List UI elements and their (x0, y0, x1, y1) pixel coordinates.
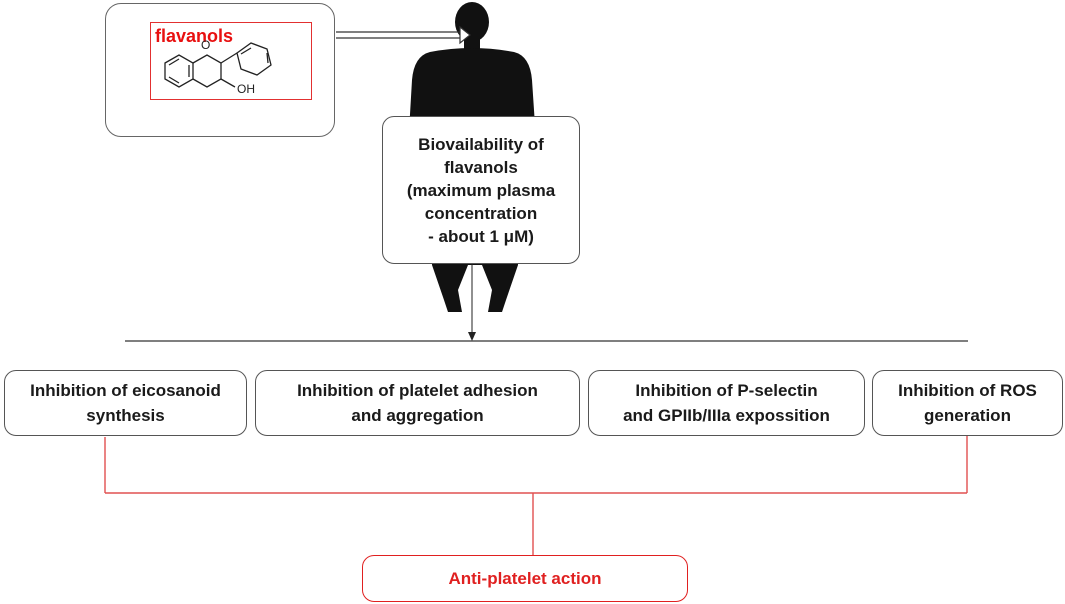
mechanism-text: Inhibition of ROS generation (898, 381, 1037, 425)
downward-arrow (468, 264, 476, 341)
mechanism-text: Inhibition of platelet adhesion and aggr… (297, 381, 538, 425)
flavanol-structure-icon: O OH (164, 38, 272, 96)
bioavailability-box: Biovailability of flavanols (maximum pla… (382, 116, 580, 264)
bioavailability-text: Biovailability of flavanols (maximum pla… (406, 134, 556, 246)
mechanism-text: Inhibition of P-selectin and GPIIb/IIIa … (623, 381, 830, 425)
mechanism-eicosanoid-box: Inhibition of eicosanoid synthesis (4, 370, 247, 436)
result-box: Anti-platelet action (362, 555, 688, 602)
result-text: Anti-platelet action (448, 568, 602, 588)
intake-arrow (336, 25, 471, 45)
ring-oxygen-label: O (201, 38, 210, 52)
hydroxyl-label: OH (237, 82, 255, 96)
mechanism-pselectin-box: Inhibition of P-selectin and GPIIb/IIIa … (588, 370, 865, 436)
mechanism-adhesion-box: Inhibition of platelet adhesion and aggr… (255, 370, 580, 436)
mechanism-text: Inhibition of eicosanoid synthesis (30, 381, 221, 425)
flavanol-structure-card: flavanols O OH (150, 22, 312, 100)
red-connector (104, 434, 968, 555)
flavanols-label: flavanols (155, 26, 234, 46)
mechanism-ros-box: Inhibition of ROS generation (872, 370, 1063, 436)
